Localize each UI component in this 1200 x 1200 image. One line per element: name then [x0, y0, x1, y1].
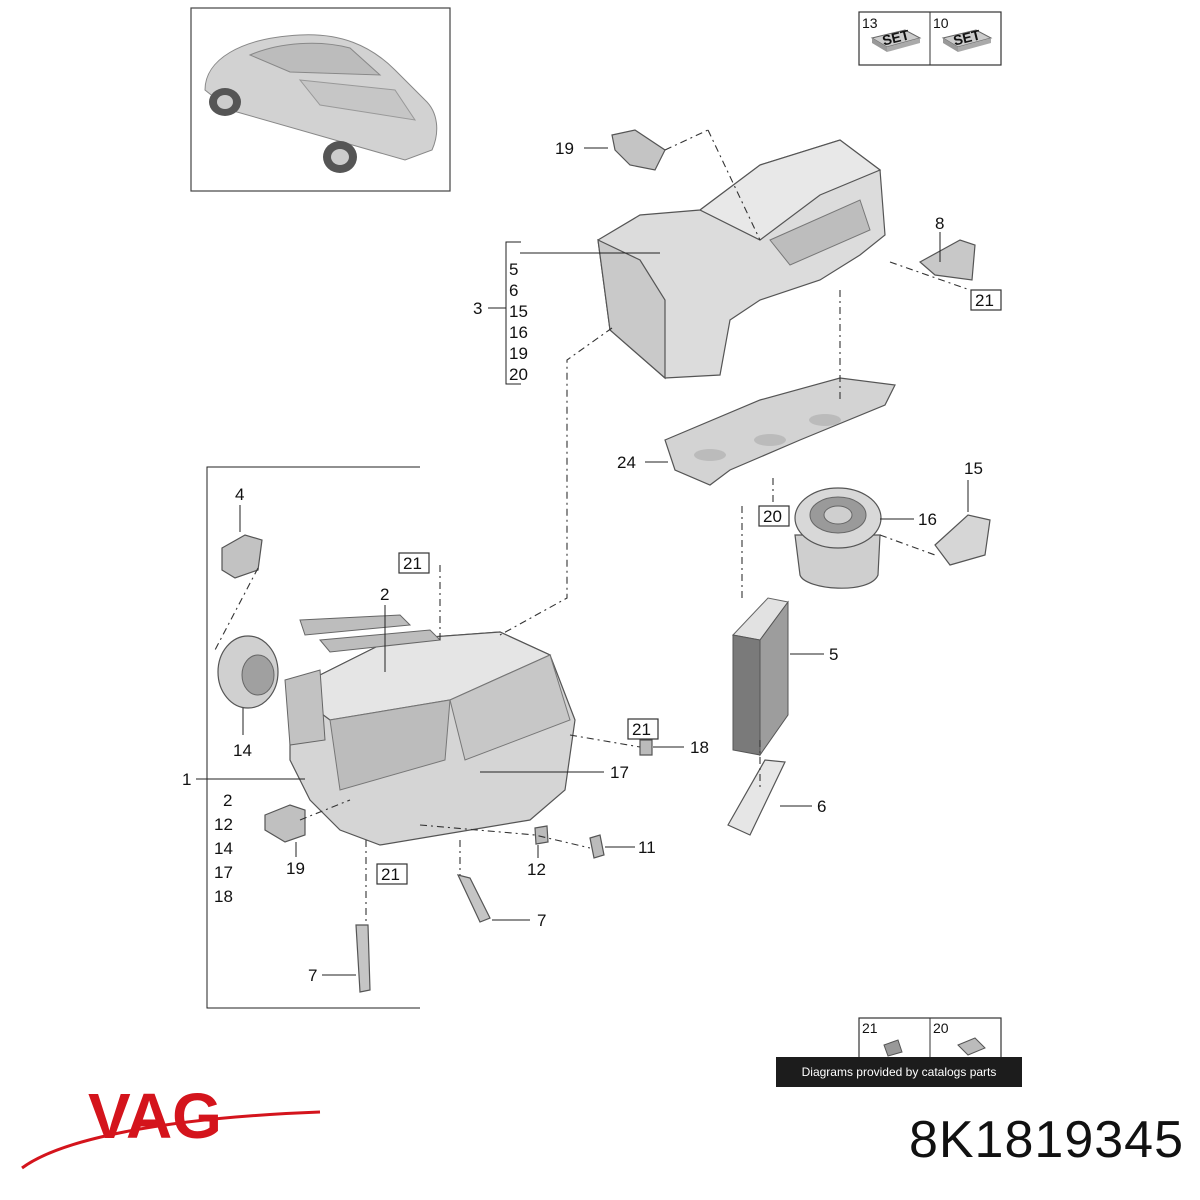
callout-16: 16: [918, 510, 937, 529]
diagram-credit-banner: Diagrams provided by catalogs parts: [776, 1057, 1022, 1087]
callout-12: 12: [527, 860, 546, 879]
actuator-part-4: [221, 534, 263, 579]
bracket-part-8: [918, 239, 976, 281]
cabin-filter-part-5: [732, 597, 789, 757]
kit-number-13: 13: [862, 15, 878, 31]
group-bracket-assembly-3: [505, 241, 521, 385]
callout-5: 5: [829, 645, 838, 664]
part-number: 8K1819345: [908, 1111, 1184, 1169]
upper-heater-housing: [597, 139, 886, 380]
group1-item-18: 18: [214, 887, 233, 906]
callout-7: 7: [537, 911, 546, 930]
callout-box-21: [627, 718, 659, 740]
group3-item-5: 5: [509, 260, 518, 279]
group1-item-12: 12: [214, 815, 233, 834]
drain-hose-part-7-lower: [355, 924, 371, 993]
callout-box-21: [970, 289, 1002, 311]
group-bracket-assembly-1: [206, 466, 420, 1009]
clip-part-18: [639, 739, 653, 756]
group1-item-14: 14: [214, 839, 233, 858]
blower-part-14: [217, 635, 279, 709]
seal-part-6: [727, 759, 786, 836]
hardware-number-20: 20: [933, 1020, 949, 1036]
kit-number-10: 10: [933, 15, 949, 31]
callout-box-20: [758, 505, 790, 527]
callout-1: 1: [182, 770, 191, 789]
callout-20: 20: [763, 507, 782, 526]
callout-6: 6: [817, 797, 826, 816]
callout-21: 21: [381, 865, 400, 884]
callout-15: 15: [964, 459, 983, 478]
callout-8: 8: [935, 214, 944, 233]
group3-item-19: 19: [509, 344, 528, 363]
lower-heater-assembly: [284, 614, 576, 846]
callout-18: 18: [690, 738, 709, 757]
callout-19: 19: [555, 139, 574, 158]
group3-item-6: 6: [509, 281, 518, 300]
resistor-part-15: [934, 514, 991, 566]
sensor-part-19-upper: [611, 129, 666, 171]
callout-4: 4: [235, 485, 244, 504]
callout-24: 24: [617, 453, 636, 472]
group3-item-15: 15: [509, 302, 528, 321]
set-tag-13: SET: [881, 26, 912, 48]
blower-motor-part-16: [794, 487, 882, 589]
set-package-icon: [941, 29, 993, 52]
callout-21: 21: [975, 291, 994, 310]
callout-19: 19: [286, 859, 305, 878]
set-tag-10: SET: [952, 26, 983, 48]
callout-21: 21: [403, 554, 422, 573]
clip-icon: [957, 1037, 986, 1056]
screw-icon: [883, 1039, 903, 1057]
group3-item-20: 20: [509, 365, 528, 384]
callout-box-21: [376, 863, 408, 885]
callout-14: 14: [233, 741, 252, 760]
callout-7: 7: [308, 966, 317, 985]
sensor-part-19-lower: [264, 804, 306, 843]
group3-item-16: 16: [509, 323, 528, 342]
vehicle-thumbnail-icon: [204, 34, 438, 173]
callout-box-21: [398, 552, 430, 574]
vag-logo: VAG: [21, 1080, 321, 1170]
callout-21: 21: [632, 720, 651, 739]
clip-part-11: [589, 834, 605, 859]
callout-3: 3: [473, 299, 482, 318]
group1-item-2: 2: [223, 791, 232, 810]
hardware-number-21: 21: [862, 1020, 878, 1036]
callout-17: 17: [610, 763, 629, 782]
drain-hose-part-7-upper: [456, 874, 491, 923]
callout-2: 2: [380, 585, 389, 604]
group1-item-17: 17: [214, 863, 233, 882]
cover-part-24: [664, 377, 896, 486]
clip-part-12: [534, 825, 549, 845]
callout-11: 11: [638, 838, 656, 857]
set-package-icon: [870, 29, 922, 52]
brand-wordmark: VAG: [88, 1080, 222, 1152]
